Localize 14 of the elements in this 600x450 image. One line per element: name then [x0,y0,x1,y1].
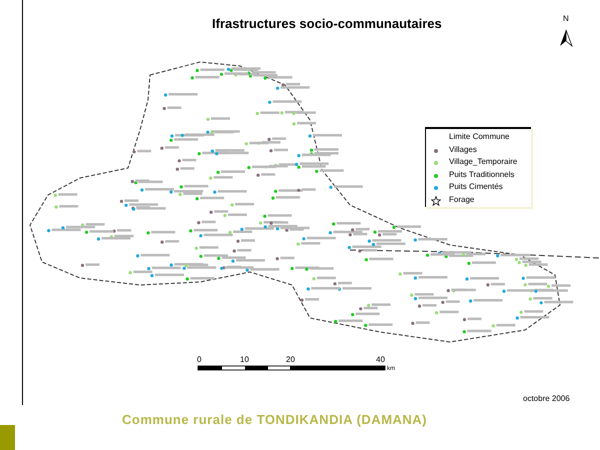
map-title: Ifrastructures socio-communautaires [212,16,442,31]
date-note: octobre 2006 [523,394,570,403]
legend-label: Puits Cimentés [449,182,503,192]
caption: Commune rurale de TONDIKANDIA (DAMANA) [122,412,428,427]
scale-tick-label: 10 [240,355,249,364]
legend-label: Villages [449,144,477,154]
legend-label: Puits Traditionnels [449,170,514,180]
legend-label: Village_Temporaire [449,157,518,167]
scale-tick-label: 40 [376,355,385,364]
legend-label: Forage [449,194,474,204]
scale-tick-label: 0 [197,355,202,364]
scale-tick-label: 20 [286,355,295,364]
north-label: N [563,14,569,23]
legend-label: Limite Commune [449,132,510,142]
